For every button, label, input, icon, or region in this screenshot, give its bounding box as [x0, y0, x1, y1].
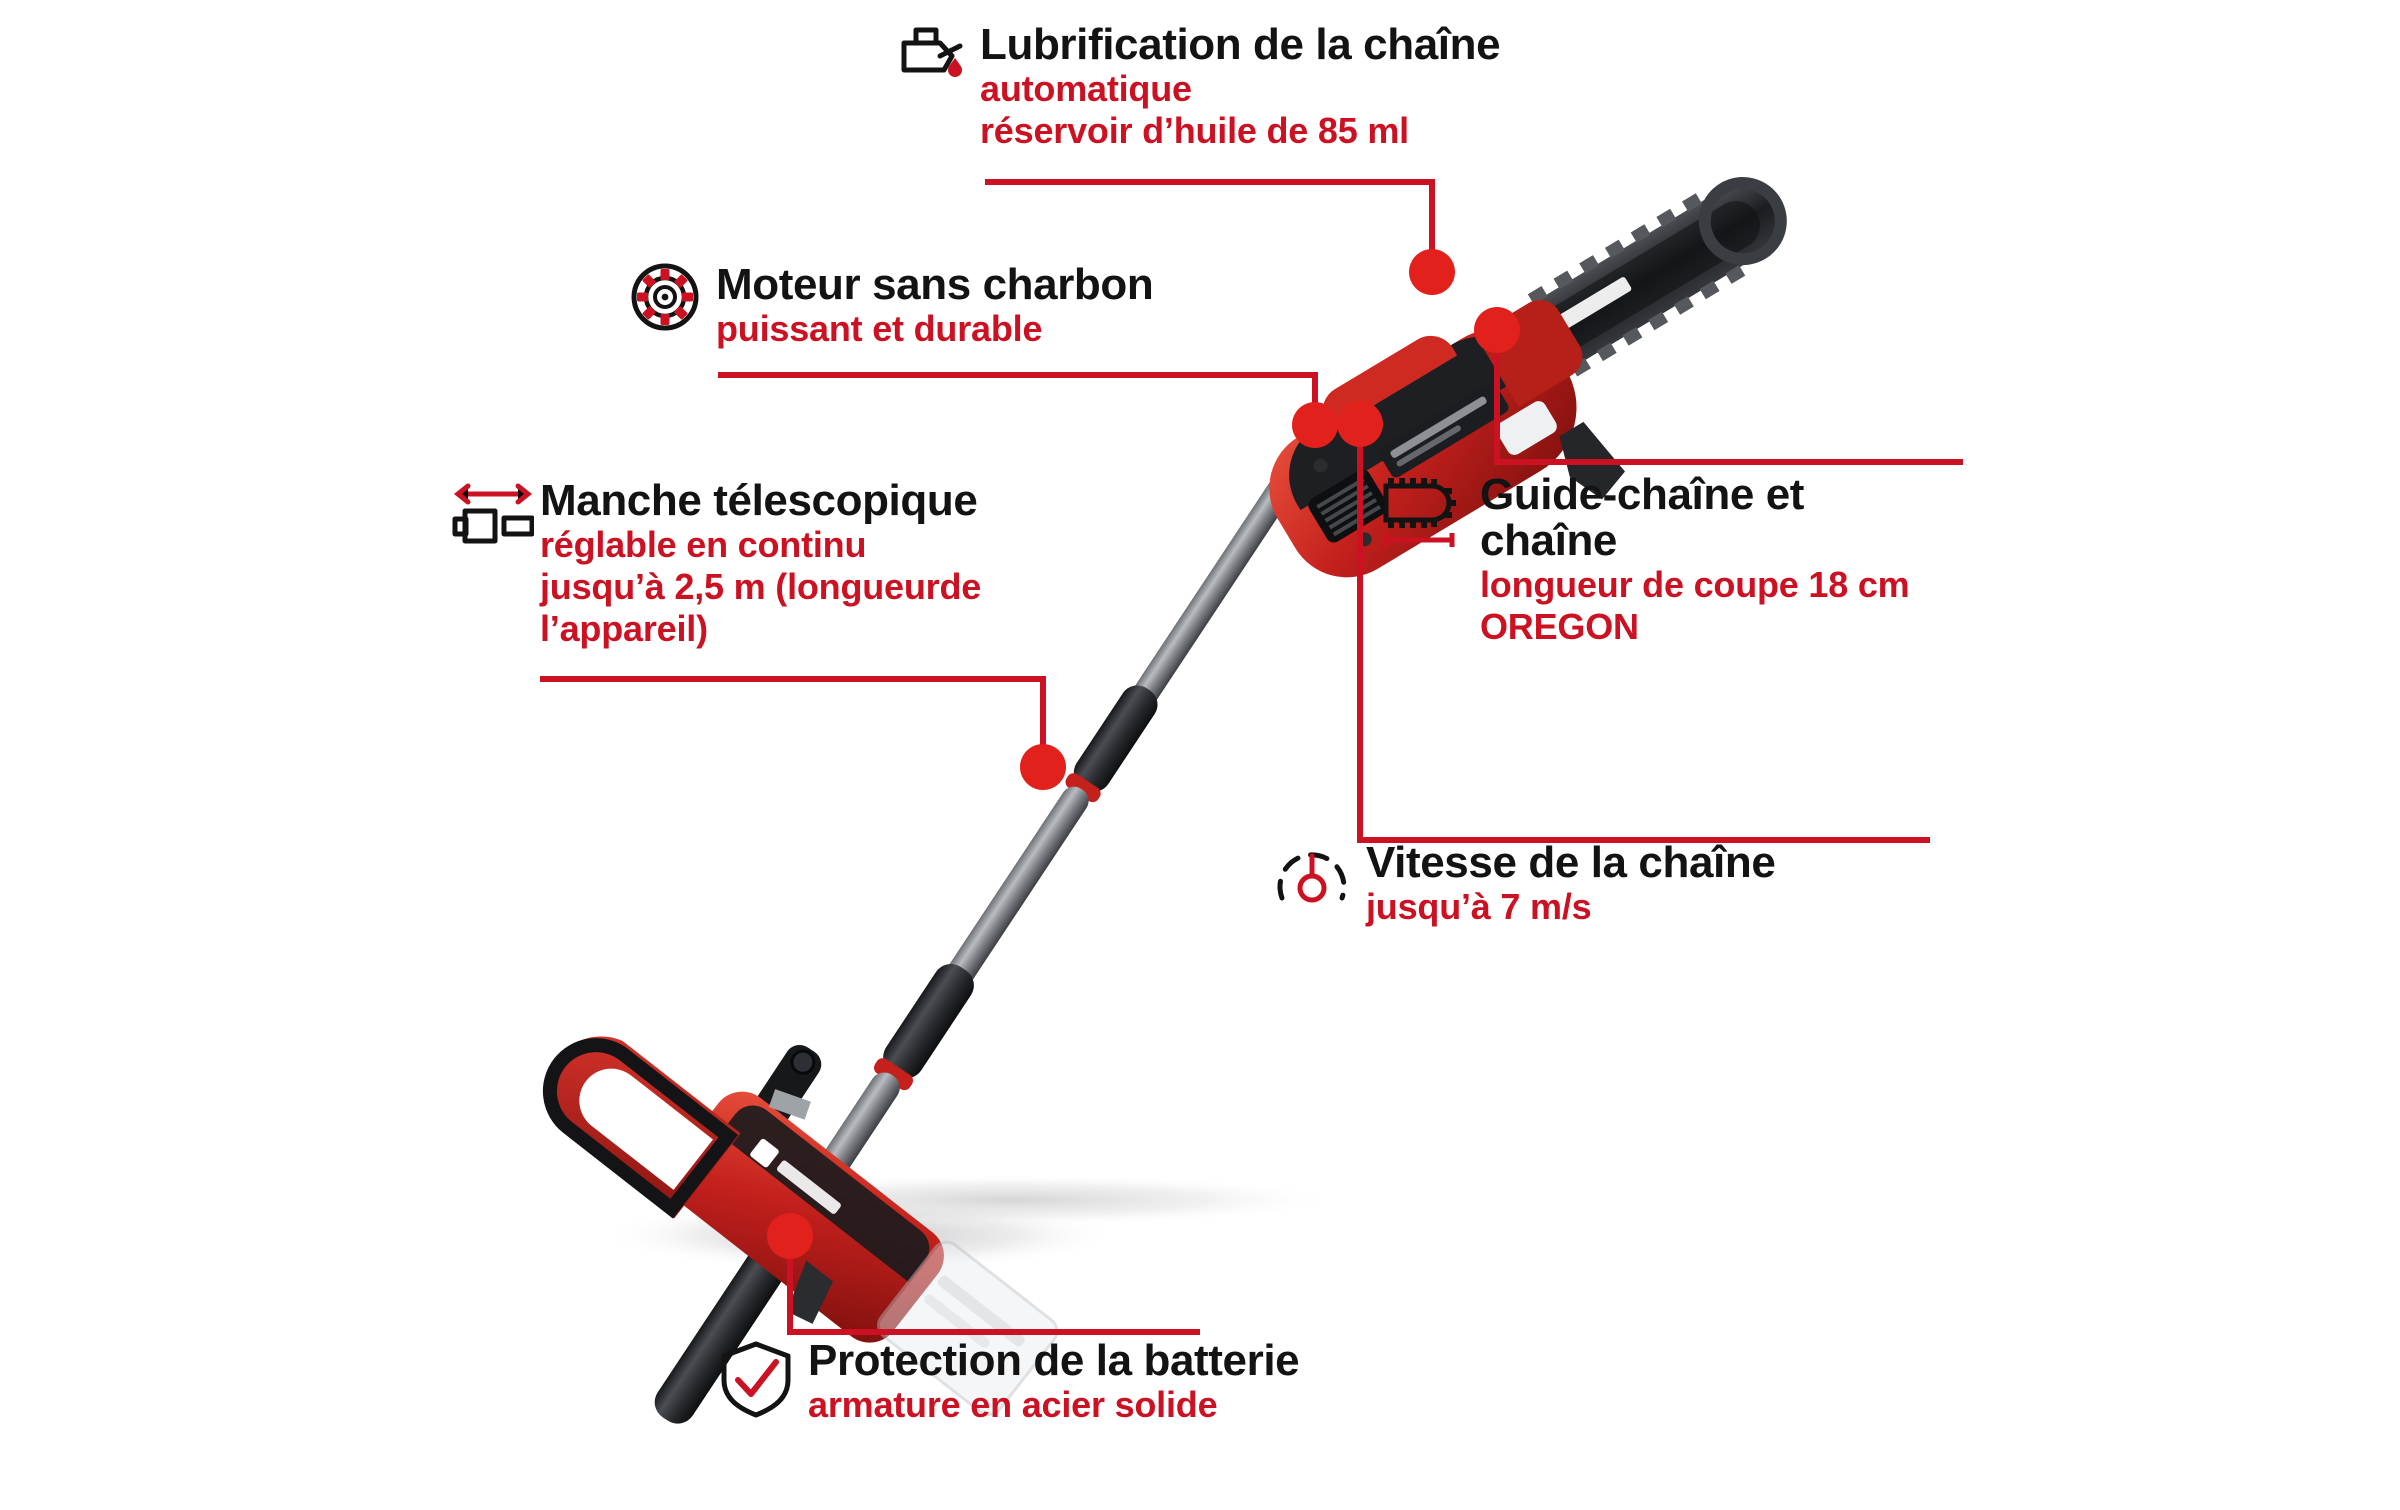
guide-bar-icon	[1383, 478, 1456, 547]
callout-title-guide-chaine: Guide-chaîne et chaîne	[1480, 470, 1805, 566]
speed-gauge-icon	[1277, 852, 1347, 903]
callout-sub-moteur: puissant et durable	[716, 308, 1043, 350]
brushless-motor-icon	[631, 263, 699, 331]
callout-title-manche: Manche télescopique	[540, 476, 978, 525]
oil-can-icon	[901, 27, 963, 77]
callout-sub-vitesse: jusqu’à 7 m/s	[1366, 886, 1592, 928]
callout-sub-guide-chaine: longueur de coupe 18 cm OREGON	[1480, 564, 1910, 648]
callout-sub-lubrification: automatique réservoir d’huile de 85 ml	[980, 68, 1409, 152]
telescopic-arrow-icon	[452, 483, 534, 544]
callout-title-protection-batterie: Protection de la batterie	[808, 1336, 1300, 1385]
callout-protection-batterie[interactable]: Protection de la batterie armature en ac…	[718, 1336, 1300, 1426]
callout-vitesse[interactable]: Vitesse de la chaîne jusqu’à 7 m/s	[1272, 838, 1776, 928]
callout-manche[interactable]: Manche télescopique réglable en continu …	[452, 476, 982, 651]
callout-sub-manche: réglable en continu jusqu’à 2,5 m (longu…	[540, 524, 982, 650]
callout-moteur[interactable]: Moteur sans charbon puissant et durable	[630, 260, 1154, 350]
callout-lubrification[interactable]: Lubrification de la chaîne automatique r…	[898, 20, 1501, 152]
callout-guide-chaine[interactable]: Guide-chaîne et chaîne longueur de coupe…	[1378, 470, 1910, 649]
shield-check-icon	[721, 1341, 791, 1418]
callout-title-vitesse: Vitesse de la chaîne	[1366, 838, 1776, 887]
callout-title-moteur: Moteur sans charbon	[716, 260, 1154, 309]
callout-sub-protection-batterie: armature en acier solide	[808, 1384, 1218, 1426]
callout-title-lubrification: Lubrification de la chaîne	[980, 20, 1501, 69]
